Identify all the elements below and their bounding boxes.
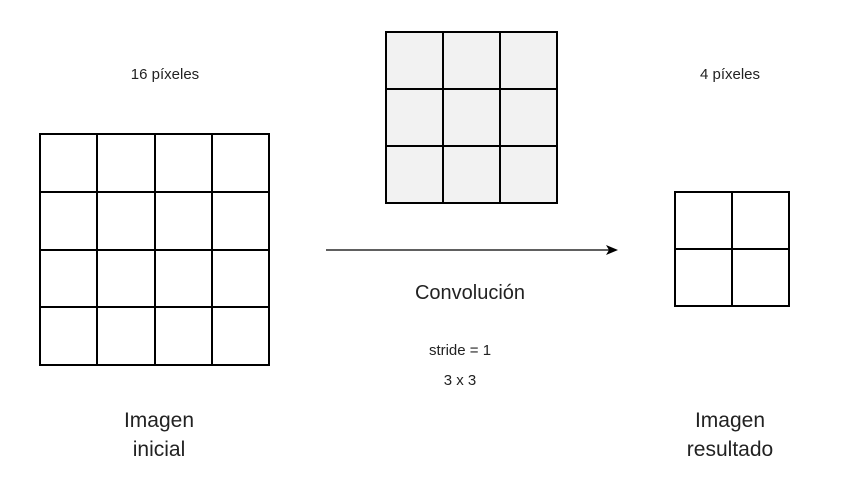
kernel-size-label: 3 x 3: [443, 372, 477, 389]
operation-name: Convolución: [414, 282, 526, 304]
output-caption-line2: resultado: [686, 438, 774, 461]
output-image-grid: [674, 191, 790, 307]
input-pixel-cell: [40, 134, 98, 192]
input-pixel-cell: [40, 191, 98, 250]
kernel-cell: [386, 89, 443, 146]
output-pixel-cell: [675, 249, 732, 306]
output-caption-line1: Imagen: [694, 409, 766, 432]
input-pixel-cell: [154, 307, 212, 365]
input-caption-line2: inicial: [132, 438, 186, 461]
output-pixel-cell: [675, 192, 732, 249]
input-pixel-cell: [40, 249, 98, 308]
input-pixel-cell: [211, 249, 269, 308]
kernel-cell: [443, 89, 500, 146]
input-pixel-cell: [97, 191, 155, 250]
kernel-cell: [386, 32, 443, 89]
input-pixel-cell: [154, 191, 212, 250]
input-pixel-cell: [97, 307, 155, 365]
input-image-grid: [39, 133, 270, 366]
kernel-cell: [500, 89, 557, 146]
kernel-cell: [500, 32, 557, 89]
stride-label: stride = 1: [428, 342, 492, 359]
input-pixel-cell: [97, 134, 155, 192]
arrow-head: [606, 245, 618, 255]
input-pixel-count: 16 píxeles: [130, 66, 200, 83]
input-caption: Imagen inicial: [99, 406, 219, 464]
output-caption: Imagen resultado: [665, 406, 795, 464]
input-pixel-cell: [211, 191, 269, 250]
input-pixel-cell: [211, 307, 269, 365]
kernel-cell: [443, 32, 500, 89]
kernel-cell: [500, 146, 557, 203]
kernel-cell: [386, 146, 443, 203]
input-caption-line1: Imagen: [123, 409, 195, 432]
output-pixel-count: 4 píxeles: [699, 66, 761, 83]
convolution-arrow: [326, 245, 618, 255]
kernel-cell: [443, 146, 500, 203]
output-pixel-cell: [732, 192, 789, 249]
output-pixel-cell: [732, 249, 789, 306]
kernel-grid: [385, 31, 558, 204]
input-pixel-cell: [211, 134, 269, 192]
input-pixel-cell: [97, 249, 155, 308]
input-pixel-cell: [154, 134, 212, 192]
input-pixel-cell: [154, 249, 212, 308]
input-pixel-cell: [40, 307, 98, 365]
